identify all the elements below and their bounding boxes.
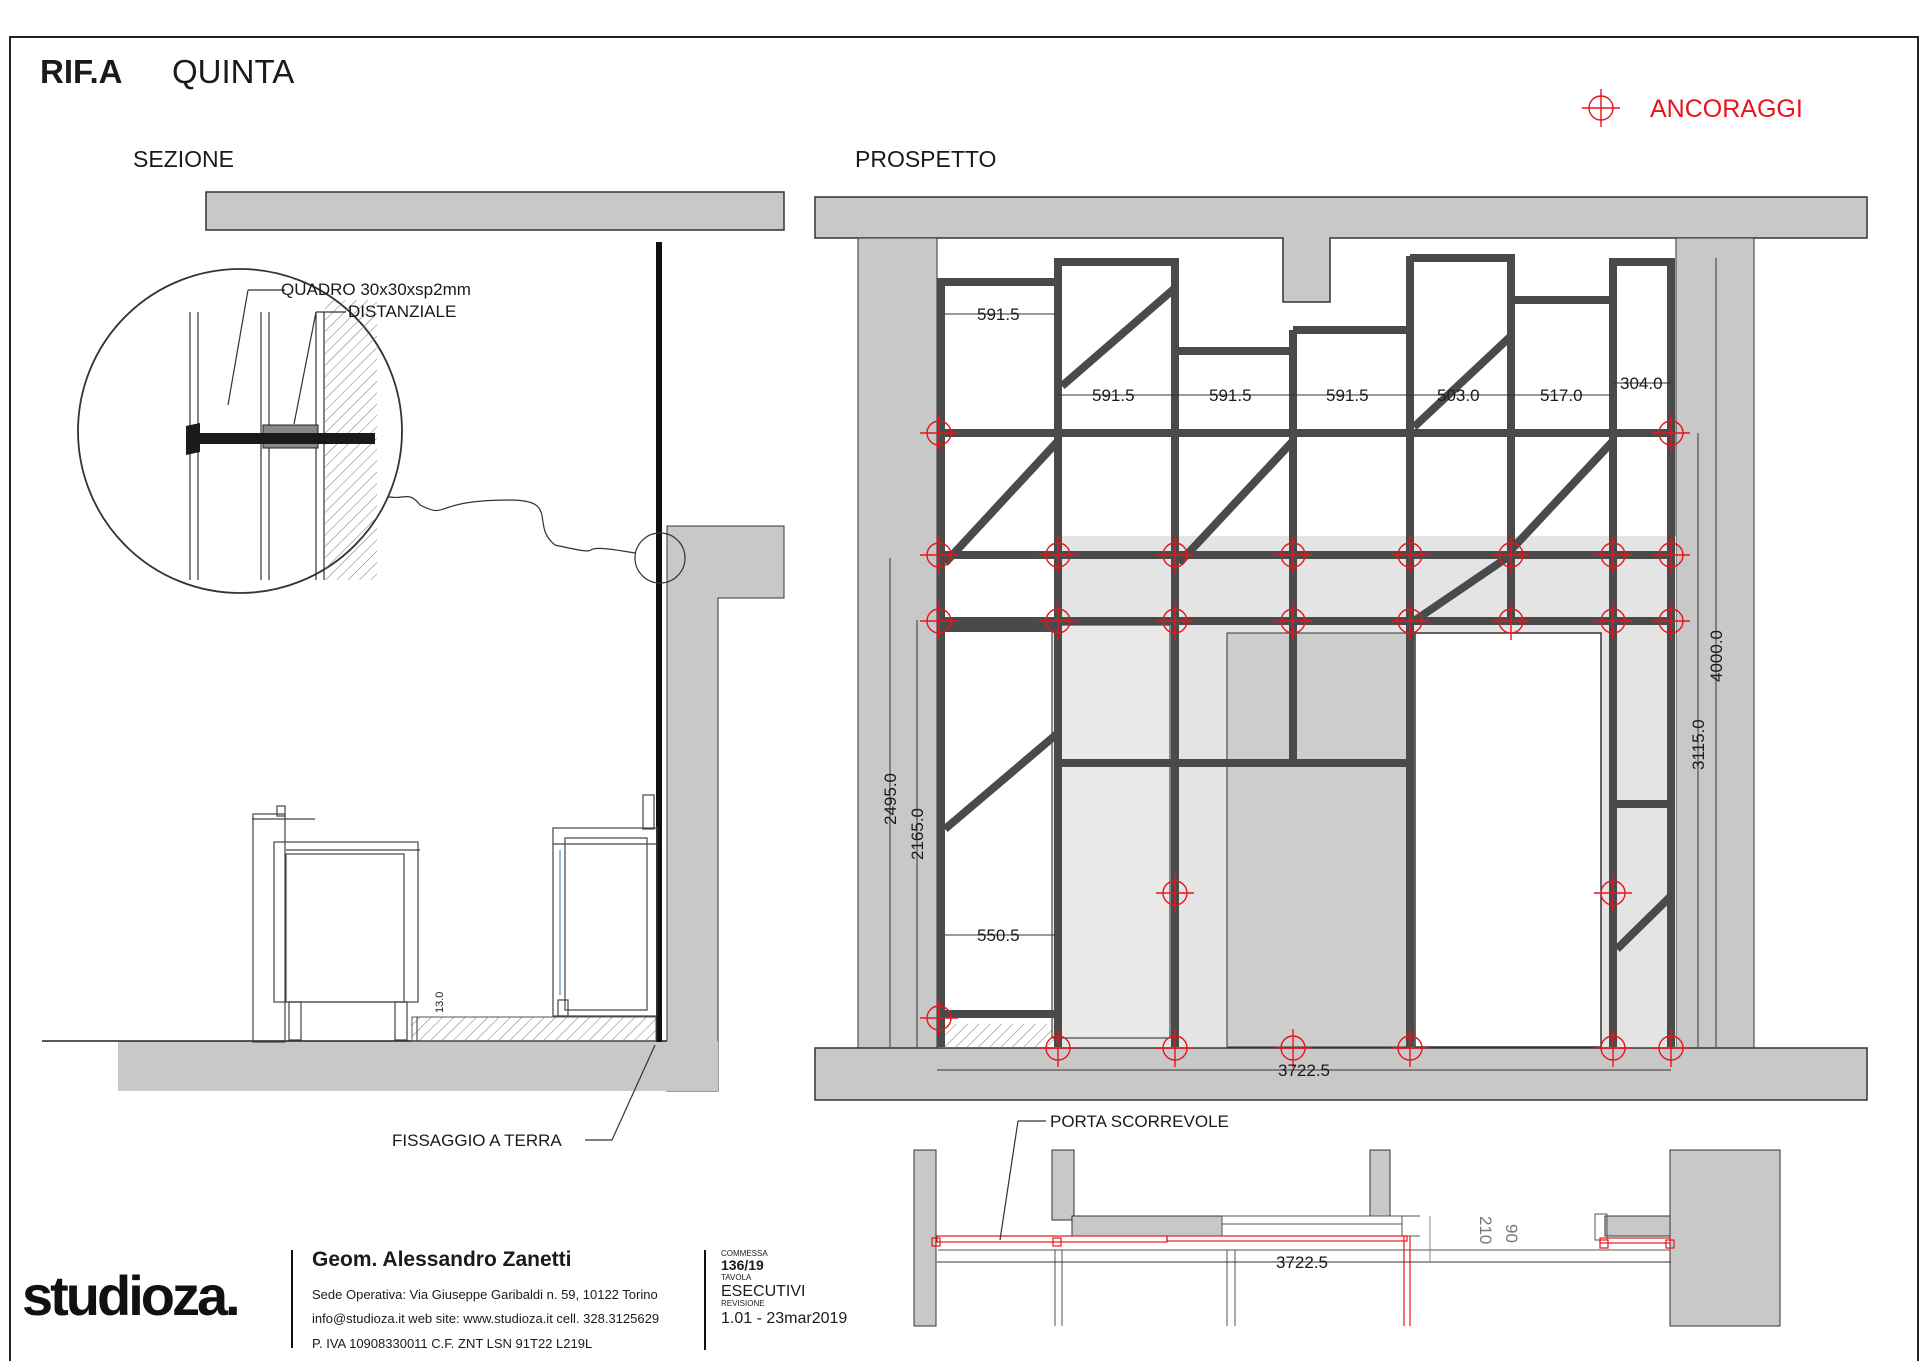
studio-contacts: info@studioza.it web site: www.studioza.… [312, 1311, 659, 1326]
commessa-value: 136/19 [721, 1257, 764, 1273]
plan-dim-a: 210 [1476, 1216, 1495, 1244]
section-floor-slab [118, 1041, 718, 1091]
plan-pillar [1051, 1149, 1075, 1221]
elevation-dim-lines [889, 258, 1717, 1071]
dim-top-4: 591.5 [1326, 386, 1369, 405]
section-partition [656, 242, 662, 1042]
section-title: SEZIONE [133, 146, 234, 172]
section-detail-leader [369, 486, 636, 554]
elevation-door-opening [1414, 632, 1602, 1048]
tavola-value: ESECUTIVI [721, 1283, 805, 1300]
elevation-left-wall [857, 237, 938, 1049]
elevation-view: 591.5 591.5 591.5 591.5 503.0 517.0 304.… [814, 196, 1868, 1101]
section-right-wall [666, 525, 785, 1092]
title-block: studioza. Geom. Alessandro Zanetti Sede … [22, 1248, 847, 1351]
section-floor-dim: 13.0 [434, 992, 446, 1013]
dim-left-1: 2495.0 [881, 773, 900, 825]
plan-right-wall [1669, 1149, 1781, 1327]
anchor-legend-label: ANCORAGGI [1650, 95, 1803, 123]
detail-leader-2b [293, 311, 317, 425]
elevation-floor [814, 1047, 1868, 1101]
fixing-label: FISSAGGIO A TERRA [392, 1131, 562, 1150]
revisione-value: 1.01 - 23mar2019 [721, 1310, 847, 1327]
plan-glazing-lines [938, 1249, 1670, 1326]
section-appliance-cabinet [552, 794, 658, 1017]
dim-top-6: 517.0 [1540, 386, 1583, 405]
studio-logo: studioza. [22, 1264, 238, 1327]
section-floor-hatch [411, 1016, 657, 1042]
detail-label-profile: QUADRO 30x30xsp2mm [281, 280, 471, 299]
fixing-leader [611, 1044, 656, 1141]
dim-bottom-left: 550.5 [977, 926, 1020, 945]
plan-door-label: PORTA SCORREVOLE [1050, 1112, 1229, 1131]
elevation-door-leaf [1226, 632, 1411, 1048]
sheet-border [9, 36, 1919, 1361]
detail-label-spacer: DISTANZIALE [348, 302, 456, 321]
detail-leader-1b [227, 289, 249, 406]
section-ceiling-slab [205, 191, 785, 231]
elevation-right-wall [1675, 237, 1755, 1049]
section-detail-marker [634, 532, 686, 584]
drawing-subject: QUINTA [172, 53, 294, 90]
plan-total-width: 3722.5 [1276, 1253, 1328, 1272]
plan-pillar-2 [1369, 1149, 1391, 1217]
dim-top-1: 591.5 [977, 305, 1020, 324]
commessa-label: COMMESSA [721, 1249, 768, 1258]
dim-right-1: 4000.0 [1707, 630, 1726, 682]
studio-address: Sede Operativa: Via Giuseppe Garibaldi n… [312, 1287, 658, 1302]
elevation-bottom-hatch [945, 1024, 1055, 1048]
elevation-cabinet-left [1051, 624, 1171, 1039]
dim-top-2: 591.5 [1092, 386, 1135, 405]
anchor-legend: ANCORAGGI [1581, 88, 1803, 128]
drawing-ref: RIF.A [40, 53, 123, 90]
section-sink-cabinet [252, 805, 420, 1043]
elevation-ceiling [814, 196, 1868, 303]
plan-door-leaf [1071, 1215, 1223, 1237]
detail-screw [200, 433, 375, 444]
studio-tax-ids: P. IVA 10908330011 C.F. ZNT LSN 91T22 L2… [312, 1336, 592, 1351]
dim-total-width: 3722.5 [1278, 1061, 1330, 1080]
plan-red-profile [931, 1235, 1675, 1326]
studio-name: Geom. Alessandro Zanetti [312, 1248, 571, 1271]
elevation-title: PROSPETTO [855, 146, 996, 172]
anchor-legend-icon [1581, 88, 1621, 128]
dim-top-3: 591.5 [1209, 386, 1252, 405]
revisione-label: REVISIONE [721, 1299, 765, 1308]
dim-right-2: 3115.0 [1689, 719, 1708, 770]
detail-screw-head [186, 423, 200, 455]
dim-left-2: 2165.0 [908, 808, 927, 860]
tavola-label: TAVOLA [721, 1273, 752, 1282]
section-view: 13.0 QUADRO 30x30xsp2mm DISTANZIALE FISS… [42, 191, 785, 1150]
dim-top-7: 304.0 [1620, 374, 1663, 393]
plan-dim-b: 90 [1502, 1224, 1521, 1243]
section-detail-bubble [77, 268, 403, 594]
plan-door-leader [999, 1120, 1019, 1241]
dim-top-5: 503.0 [1437, 386, 1480, 405]
plan-view: PORTA SCORREVOLE 3722.5 210 90 [913, 1112, 1781, 1327]
plan-right-leaf [1604, 1215, 1671, 1237]
